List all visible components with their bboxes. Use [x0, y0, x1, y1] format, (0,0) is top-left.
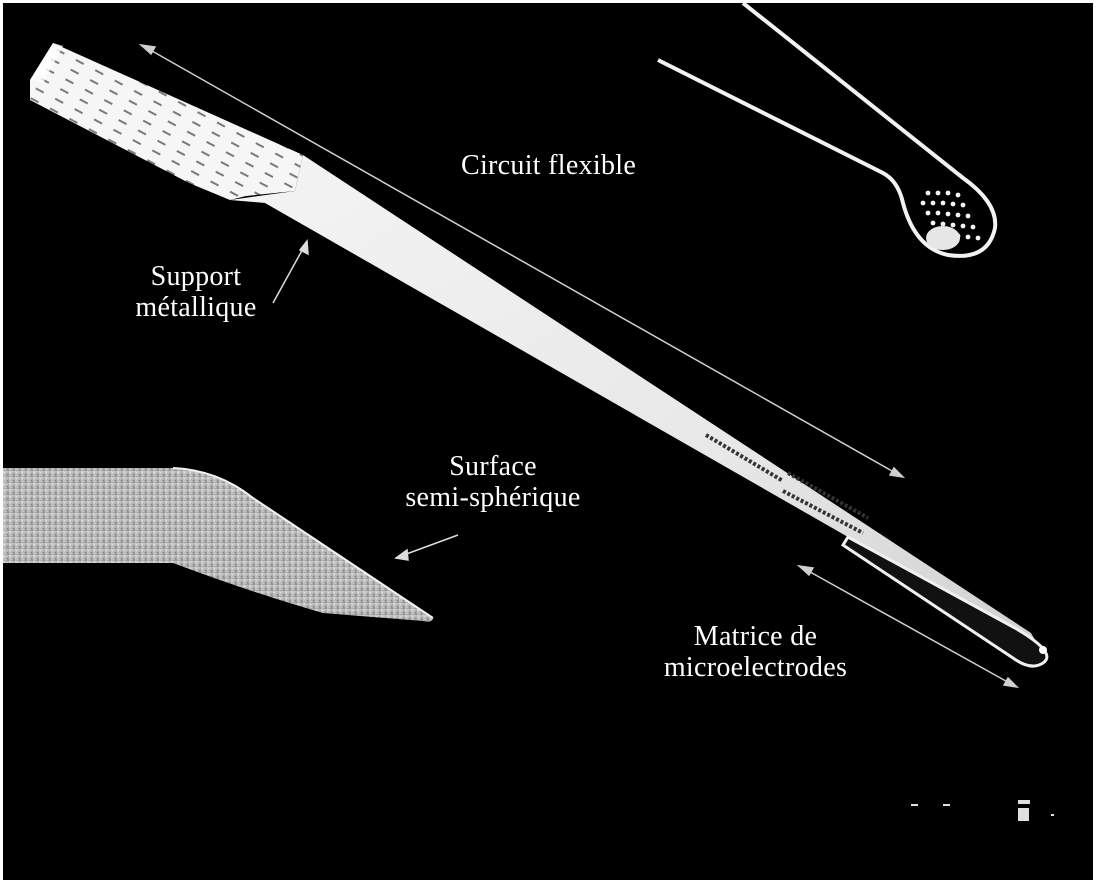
photo-frame: Circuit flexible Support métallique Surf…	[3, 3, 1093, 880]
device-photo	[3, 3, 1093, 880]
label-line: Surface	[378, 451, 608, 482]
label-line: microelectrodes	[633, 652, 878, 683]
label-matrice-microelectrodes: Matrice de microelectrodes	[633, 621, 878, 683]
semi-spherical-surface	[3, 468, 433, 622]
bright-spot	[926, 226, 960, 250]
label-line: Circuit flexible	[461, 150, 681, 181]
flexible-circuit-inset	[658, 3, 995, 276]
label-support-metallique: Support métallique	[111, 261, 281, 323]
label-line: Matrice de	[633, 621, 878, 652]
label-surface-semi-spherique: Surface semi-sphérique	[378, 451, 608, 513]
label-line: semi-sphérique	[378, 482, 608, 513]
label-circuit-flexible: Circuit flexible	[461, 150, 681, 181]
bottom-artifacts	[911, 800, 1054, 821]
label-line: Support	[111, 261, 281, 292]
label-line: métallique	[111, 292, 281, 323]
surface-pointer-arrow	[396, 535, 458, 560]
